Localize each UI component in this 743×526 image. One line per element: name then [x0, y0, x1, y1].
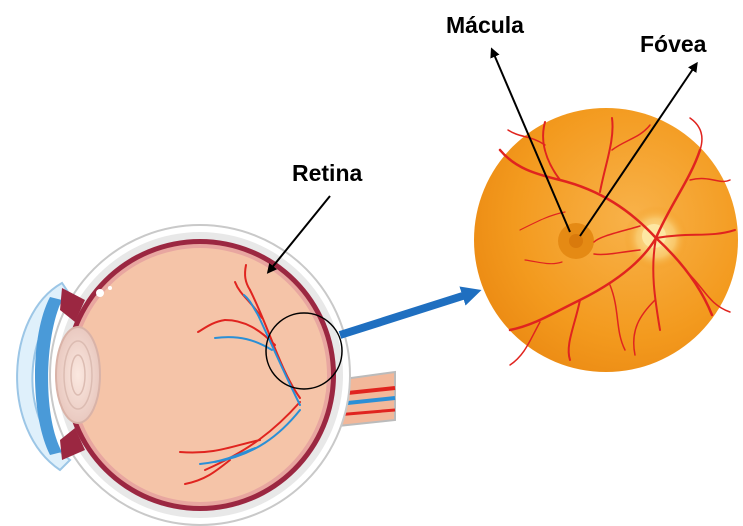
fovea-label: Fóvea	[640, 31, 706, 58]
retina-pointer-arrow	[270, 196, 330, 270]
fundus-view	[474, 108, 738, 372]
macula-label: Mácula	[446, 12, 524, 39]
fundus-disc	[474, 108, 738, 372]
retina-label: Retina	[292, 160, 362, 187]
zoom-arrow	[340, 293, 472, 335]
eyeball-cross-section	[17, 225, 395, 525]
